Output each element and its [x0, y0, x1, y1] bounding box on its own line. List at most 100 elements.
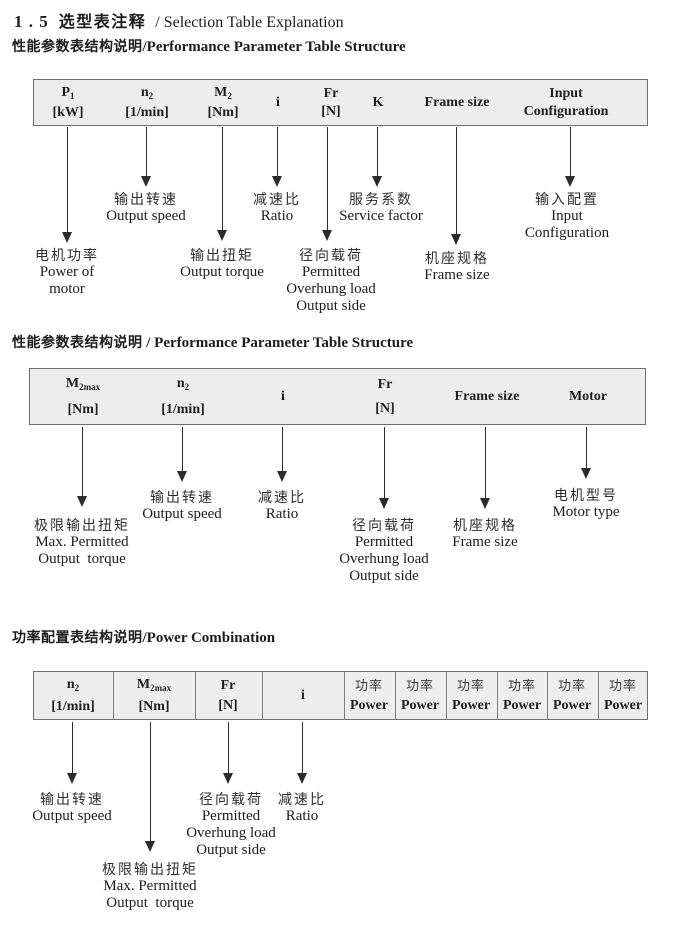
table-column: i	[276, 80, 280, 125]
label-line-cjk: 电机型号	[553, 487, 618, 503]
table-column: Frame size	[425, 80, 490, 125]
page-title: 1 . 5 选型表注释 / Selection Table Explanatio…	[14, 8, 344, 32]
down-arrow-icon	[223, 773, 233, 784]
table-column-divider	[395, 672, 396, 719]
column-symbol: 功率	[507, 678, 536, 694]
label-line-cjk: 极限输出扭矩	[34, 517, 130, 533]
label-line-cjk: 机座规格	[452, 517, 517, 533]
column-unit: Configuration	[523, 104, 609, 120]
column-unit: [N]	[218, 697, 238, 713]
down-arrow-icon	[480, 498, 490, 509]
down-arrow-icon	[217, 230, 227, 241]
label-line-en: Output side	[349, 568, 419, 584]
down-arrow-icon	[565, 176, 575, 187]
label-line-cjk: 减速比	[258, 489, 306, 505]
down-arrow-line	[181, 427, 183, 471]
down-arrow-icon	[451, 234, 461, 245]
table-column: M2max [Nm]	[137, 672, 171, 719]
down-arrow-line	[376, 127, 378, 176]
table-column-divider	[598, 672, 599, 719]
down-arrow-line	[227, 722, 229, 773]
label-line-en: Input	[551, 208, 583, 224]
label-line-cjk: 输出扭矩	[190, 247, 254, 263]
column-unit: [Nm]	[67, 401, 99, 417]
down-arrow-line	[71, 722, 73, 773]
section-heading: 性能参数表结构说明/Performance Parameter Table St…	[12, 36, 406, 56]
down-arrow-icon	[581, 468, 591, 479]
column-symbol: 功率	[405, 678, 434, 694]
column-symbol: M2max	[136, 677, 172, 694]
label-line-cjk: 输出转速	[149, 489, 214, 505]
table-column: M2[Nm]	[207, 80, 238, 125]
label-line-en: Output torque	[106, 895, 194, 911]
table-column-divider	[195, 672, 196, 719]
section-heading: 性能参数表结构说明 / Performance Parameter Table …	[12, 332, 413, 352]
column-symbol: 功率	[557, 678, 586, 694]
label-line-en: Output side	[196, 842, 266, 858]
column-unit: Power	[349, 697, 389, 713]
down-arrow-line	[145, 127, 147, 176]
column-symbol: i	[301, 688, 305, 703]
section-heading-cjk: 性能参数表结构说明	[12, 38, 143, 54]
table-column: Frame size	[455, 369, 520, 424]
down-arrow-line	[301, 722, 303, 773]
table-column: Fr[N]	[375, 369, 394, 424]
table-column: n2[1/min]	[125, 80, 169, 125]
down-arrow-icon	[141, 176, 151, 187]
label-line-en: Overhung load	[286, 281, 376, 297]
table-column: n2[1/min]	[161, 369, 205, 424]
table-column-divider	[547, 672, 548, 719]
column-unit: [1/min]	[125, 105, 169, 121]
table-column: Fr[N]	[218, 672, 237, 719]
column-symbol: Frame size	[454, 389, 520, 404]
column-symbol: n2	[176, 376, 190, 393]
label-line-cjk: 极限输出扭矩	[102, 861, 198, 877]
label-line-en: Output torque	[180, 264, 264, 280]
down-arrow-icon	[272, 176, 282, 187]
section-heading-en: /Power Combination	[142, 630, 276, 646]
label-line-cjk: 径向载荷	[299, 247, 363, 263]
label-line-en: Permitted	[354, 534, 414, 550]
label-line-en: Frame size	[452, 534, 518, 550]
label-line-cjk: 径向载荷	[352, 517, 416, 533]
section-heading-en: / Performance Parameter Table Structure	[142, 335, 414, 351]
down-arrow-icon	[372, 176, 382, 187]
down-arrow-icon	[67, 773, 77, 784]
table-column-divider	[446, 672, 447, 719]
down-arrow-icon	[297, 773, 307, 784]
column-symbol: 功率	[354, 678, 383, 694]
down-arrow-line	[455, 127, 457, 234]
label-line-cjk: 机座规格	[424, 250, 489, 266]
label-line-en: Output speed	[142, 506, 222, 522]
page-title-cjk: 选型表注释	[58, 14, 147, 31]
down-arrow-line	[276, 127, 278, 176]
label-line-en: Overhung load	[339, 551, 429, 567]
table-column-divider	[262, 672, 263, 719]
column-unit: Power	[603, 697, 643, 713]
column-symbol: n2	[66, 677, 80, 694]
column-unit: [1/min]	[51, 698, 95, 714]
section-heading-cjk: 性能参数表结构说明	[12, 334, 143, 350]
label-line-en: Ratio	[260, 208, 294, 224]
column-unit: [Nm]	[138, 698, 170, 714]
label-line-en: motor	[49, 281, 85, 297]
table-column: i	[301, 672, 305, 719]
section-heading-cjk: 功率配置表结构说明	[12, 629, 143, 645]
table-column-divider	[113, 672, 114, 719]
column-unit: [kW]	[52, 105, 84, 121]
